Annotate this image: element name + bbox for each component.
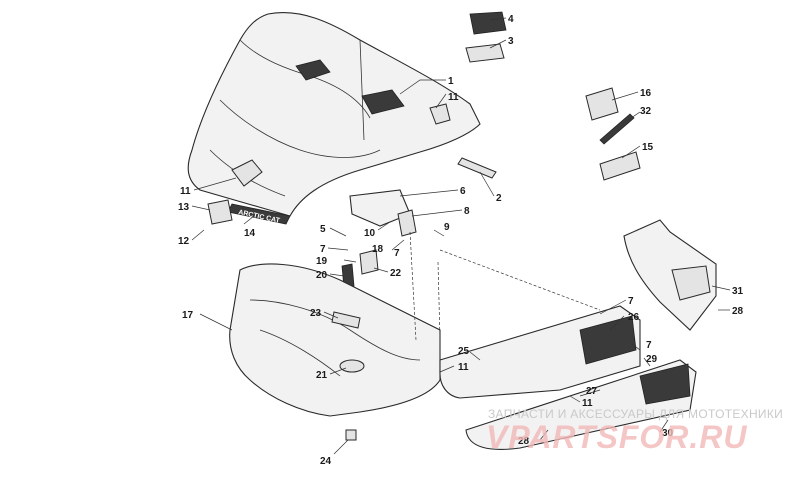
side-fairing: [623, 219, 717, 331]
bracket-13: [207, 199, 233, 225]
pad-15: [599, 151, 641, 181]
rod-2: [457, 157, 497, 179]
callout-14: 14: [244, 228, 256, 239]
callout-21: 21: [316, 370, 328, 381]
callout-29: 29: [646, 354, 658, 365]
callout-7a: 7: [320, 244, 326, 255]
callout-20: 20: [316, 270, 328, 281]
callout-16: 16: [640, 88, 652, 99]
callout-5: 5: [320, 224, 326, 235]
callout-19: 19: [316, 256, 328, 267]
callout-13: 13: [178, 202, 190, 213]
callout-11c: 11: [458, 362, 469, 373]
callout-7c: 7: [628, 296, 634, 307]
strap-32: [599, 113, 635, 145]
watermark-logo: VPARTSFOR.RU: [486, 419, 748, 455]
callout-23: 23: [310, 308, 322, 319]
callout-17: 17: [182, 310, 194, 321]
front-panel: [439, 305, 641, 399]
storage-bin: [229, 263, 441, 441]
callout-22: 22: [390, 268, 402, 279]
side-panel: [465, 359, 697, 450]
bracket-18: [359, 249, 379, 275]
callout-7d: 7: [646, 340, 652, 351]
callout-18: 18: [372, 244, 384, 255]
watermark: ЗАПЧАСТИ И АКСЕССУАРЫ ДЛЯ МОТОТЕХНИКИ VP…: [486, 407, 783, 455]
vent-4: [469, 11, 507, 35]
callout-11b: 11: [180, 186, 191, 197]
callout-31: 31: [732, 286, 744, 297]
callout-3: 3: [508, 36, 514, 47]
callout-27: 27: [586, 386, 598, 397]
watermark-text: ЗАПЧАСТИ И АКСЕССУАРЫ ДЛЯ МОТОТЕХНИКИ: [488, 407, 783, 421]
bracket-8: [397, 209, 417, 237]
hood: [187, 12, 481, 217]
callout-15: 15: [642, 142, 654, 153]
leader-lines: [191, 17, 731, 455]
vent-gasket-3: [465, 43, 505, 63]
callout-7b: 7: [394, 248, 400, 259]
callout-25: 25: [458, 346, 470, 357]
callout-8: 8: [464, 206, 470, 217]
callout-10: 10: [364, 228, 376, 239]
callout-12: 12: [178, 236, 190, 247]
callout-4: 4: [508, 14, 514, 25]
pad-16: [585, 87, 619, 121]
callout-28a: 28: [518, 436, 530, 447]
callout-28b: 28: [732, 306, 744, 317]
callout-9: 9: [444, 222, 450, 233]
bracket-6: [349, 189, 411, 227]
callout-11a: 11: [448, 92, 459, 103]
callout-30: 30: [662, 428, 674, 439]
callout-11d: 11: [582, 398, 593, 409]
callout-1: 1: [448, 76, 454, 87]
callout-6: 6: [460, 186, 466, 197]
callout-32: 32: [640, 106, 652, 117]
callout-24: 24: [320, 456, 332, 467]
callout-26: 26: [628, 312, 640, 323]
callout-2: 2: [496, 193, 502, 204]
callouts: 1 2 3 4 5 6 7 7 7 7 8 9 10 11 11 11 11 1…: [178, 14, 744, 467]
